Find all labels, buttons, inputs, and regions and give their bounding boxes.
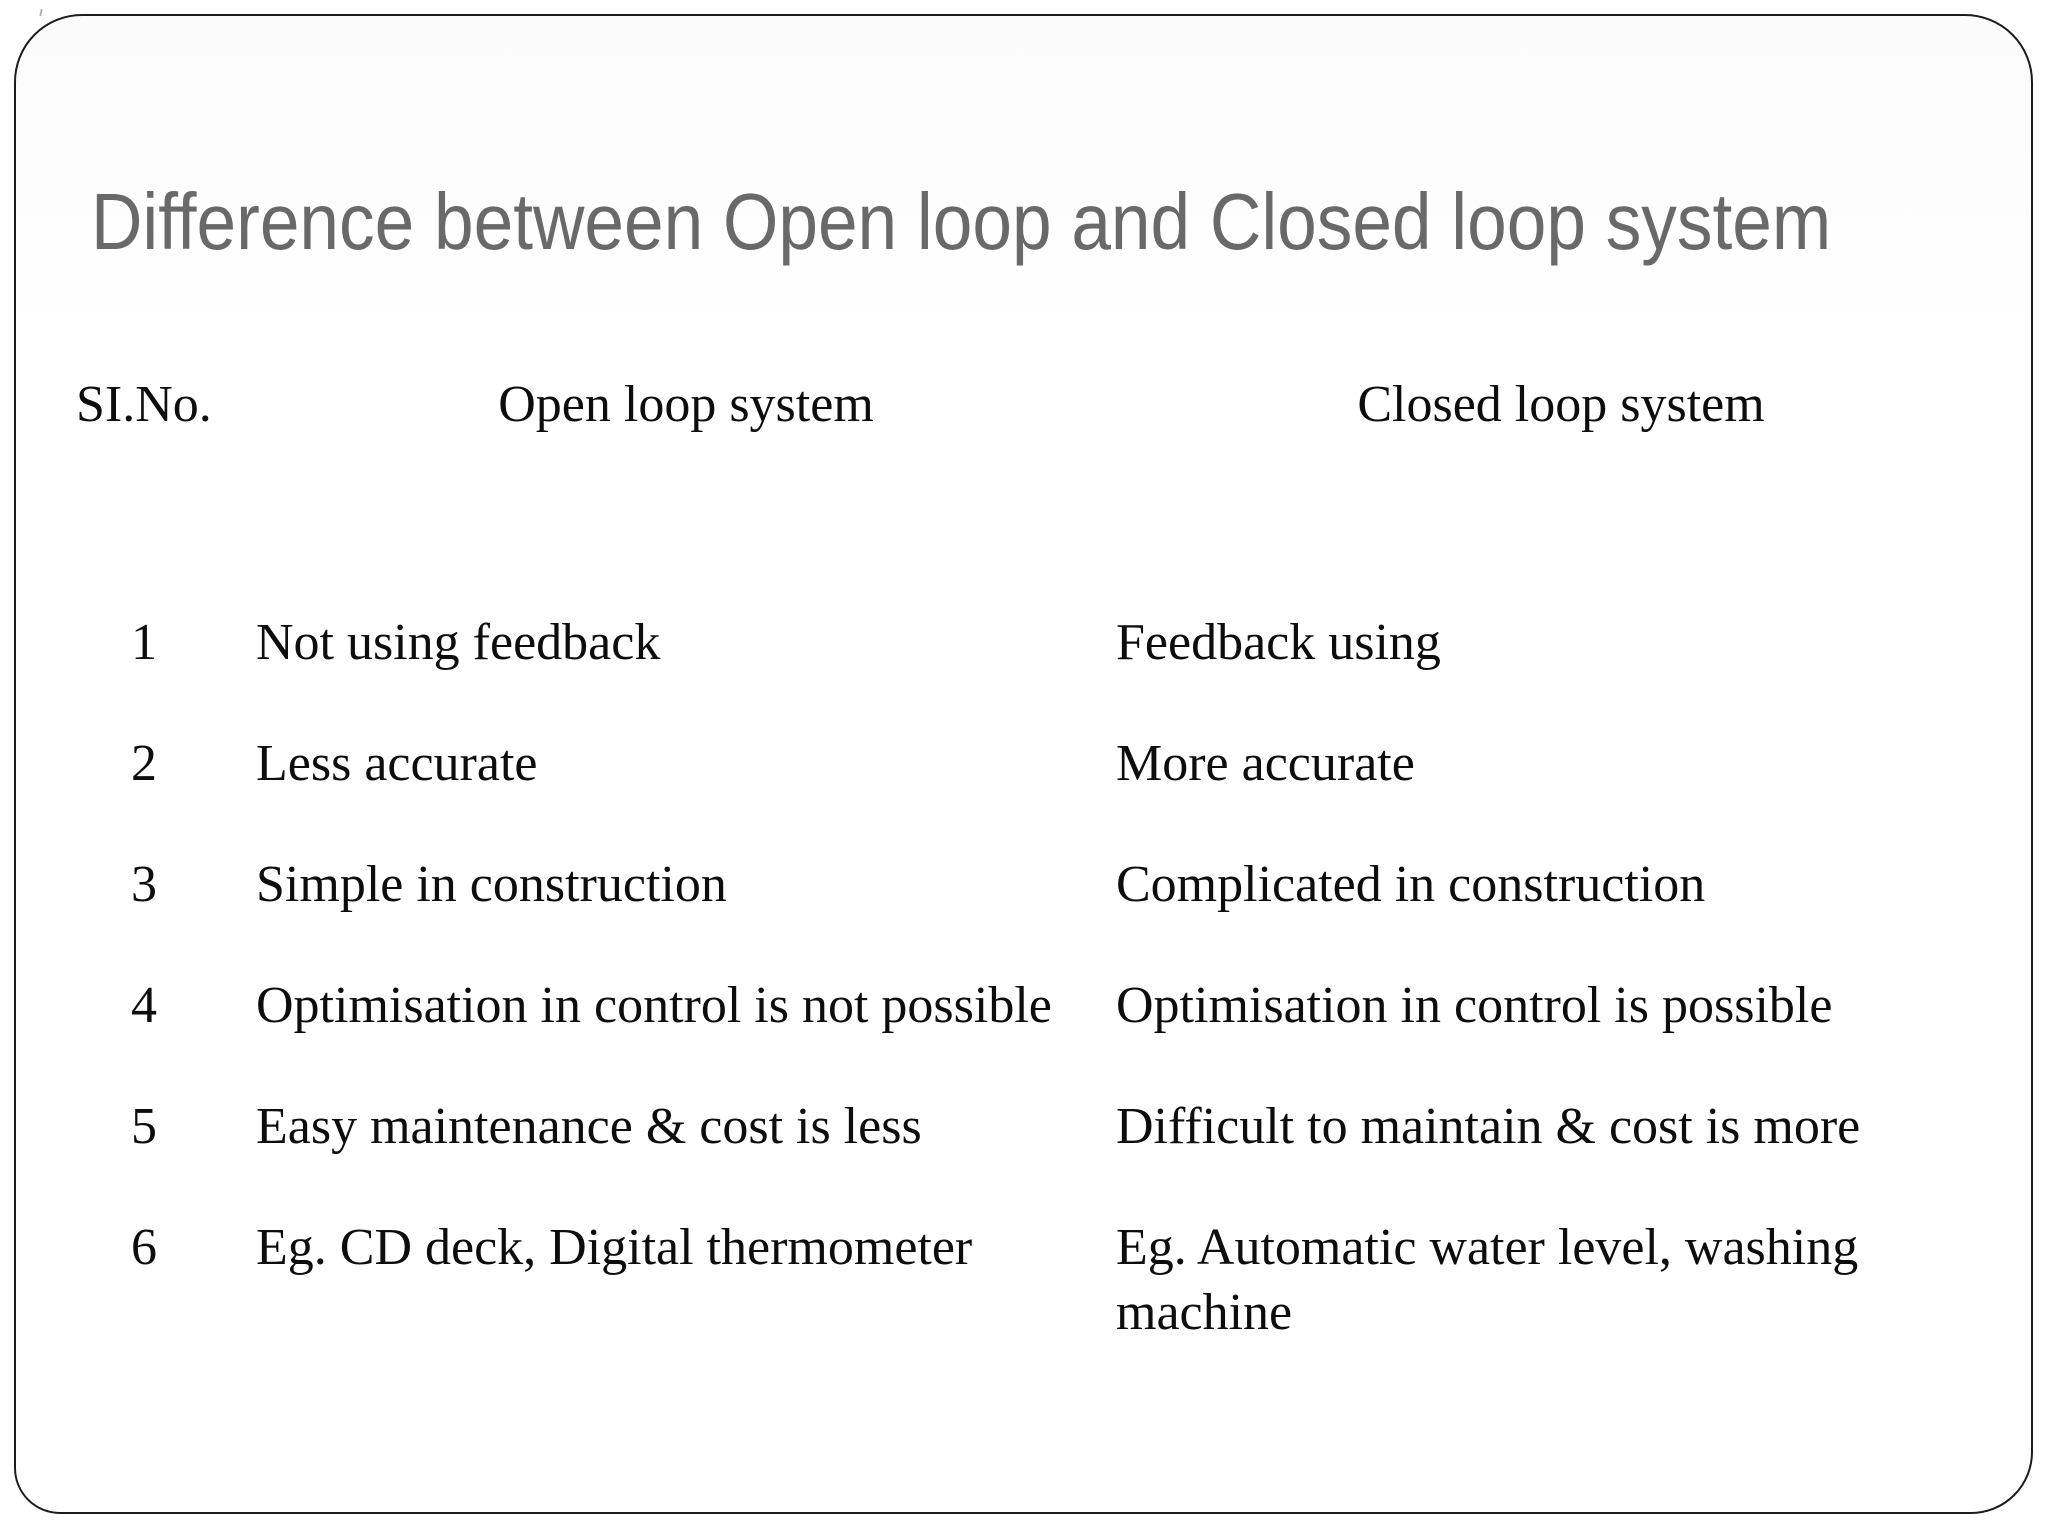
closed-loop-cell: Difficult to maintain & cost is more [1116, 1098, 1861, 1155]
row-number-cell: 5 [131, 1098, 157, 1155]
closed-loop-cell: Feedback using [1116, 614, 1441, 671]
open-loop-cell: Optimisation in control is not possible [256, 977, 1052, 1034]
closed-loop-cell: More accurate [1116, 735, 1415, 792]
slide-title: Difference between Open loop and Closed … [91, 182, 2046, 262]
open-loop-cell: Simple in construction [256, 856, 727, 913]
slide-border-frame: Difference between Open loop and Closed … [14, 14, 2033, 1514]
column-header-sl-no: SI.No. [76, 376, 212, 433]
closed-loop-cell: Complicated in construction [1116, 856, 1706, 913]
comparison-table: SI.No. Open loop system Closed loop syst… [76, 372, 2006, 1345]
closed-loop-cell: Eg. Automatic water level, washing machi… [1116, 1219, 1859, 1341]
row-number-cell: 1 [131, 614, 157, 671]
open-loop-cell: Easy maintenance & cost is less [256, 1098, 922, 1155]
open-loop-cell: Eg. CD deck, Digital thermometer [256, 1219, 973, 1276]
row-number-cell: 3 [131, 856, 157, 913]
column-header-open-loop: Open loop system [498, 376, 874, 433]
corner-speck-artifact [39, 8, 43, 17]
row-number-cell: 2 [131, 735, 157, 792]
open-loop-cell: Not using feedback [256, 614, 661, 671]
row-number-cell: 4 [131, 977, 157, 1034]
open-loop-cell: Less accurate [256, 735, 538, 792]
column-header-closed-loop: Closed loop system [1357, 376, 1765, 433]
closed-loop-cell: Optimisation in control is possible [1116, 977, 1833, 1034]
slide-title-text: Difference between Open loop and Closed … [91, 177, 1832, 266]
row-number-cell: 6 [131, 1219, 157, 1276]
